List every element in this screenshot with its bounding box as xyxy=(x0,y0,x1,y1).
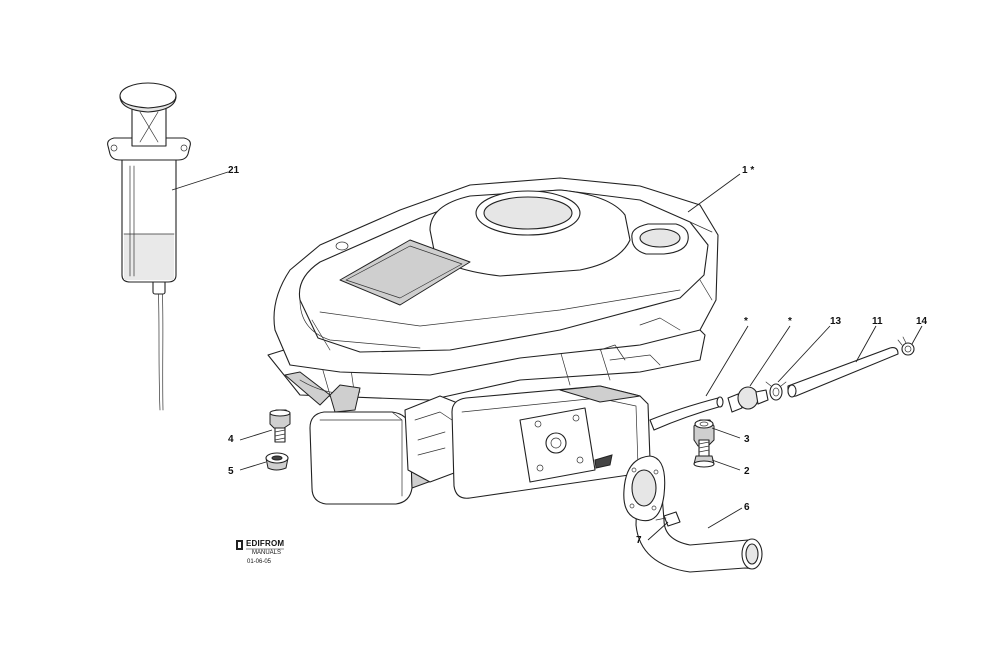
fuel-filter xyxy=(727,386,769,413)
callout-7: 7 xyxy=(636,535,642,546)
air-filter-housing xyxy=(309,411,413,505)
callout-star-b: * xyxy=(788,316,792,327)
leader-11 xyxy=(855,325,877,363)
leader-4 xyxy=(239,429,273,441)
leader-7 xyxy=(647,521,669,541)
leader-star-a xyxy=(705,325,749,397)
leader-5 xyxy=(239,461,267,471)
callout-star-a: * xyxy=(744,316,748,327)
logo-brand: EDIFROM xyxy=(246,539,284,548)
syringe-flange xyxy=(107,137,191,161)
callout-21: 21 xyxy=(228,165,240,176)
callout-6: 6 xyxy=(744,502,750,513)
callout-2: 2 xyxy=(744,466,750,477)
leader-6 xyxy=(707,507,743,529)
callout-3: 3 xyxy=(744,434,750,445)
callout-1: 1 * xyxy=(742,165,754,176)
leader-14 xyxy=(911,325,923,345)
leader-star-b xyxy=(749,325,791,387)
leader-1 xyxy=(687,173,741,213)
callout-13: 13 xyxy=(830,316,842,327)
engine-assembly xyxy=(267,177,719,505)
exhaust-pipe xyxy=(623,455,763,573)
spring-clip xyxy=(897,336,915,356)
callout-11: 11 xyxy=(872,316,883,327)
syringe-tube xyxy=(157,281,161,411)
leader-2 xyxy=(711,459,741,471)
exhaust-outlet xyxy=(545,432,567,454)
logo-tagline: MANUALS xyxy=(252,550,281,556)
callout-5: 5 xyxy=(228,466,234,477)
leader-3 xyxy=(711,427,741,439)
leader-21 xyxy=(171,171,229,191)
bolt-right xyxy=(693,439,715,468)
hose-clamp xyxy=(765,381,787,401)
washer xyxy=(265,452,289,471)
edifrom-logo: EDIFROM MANUALS 01-06-05 xyxy=(236,539,284,565)
logo-code: 01-06-05 xyxy=(247,559,272,565)
callout-4: 4 xyxy=(228,434,234,445)
bolt-left xyxy=(269,409,291,443)
callout-14: 14 xyxy=(916,316,928,327)
fuel-hose xyxy=(787,347,899,397)
oil-syringe xyxy=(107,82,191,411)
leader-13 xyxy=(777,325,831,383)
